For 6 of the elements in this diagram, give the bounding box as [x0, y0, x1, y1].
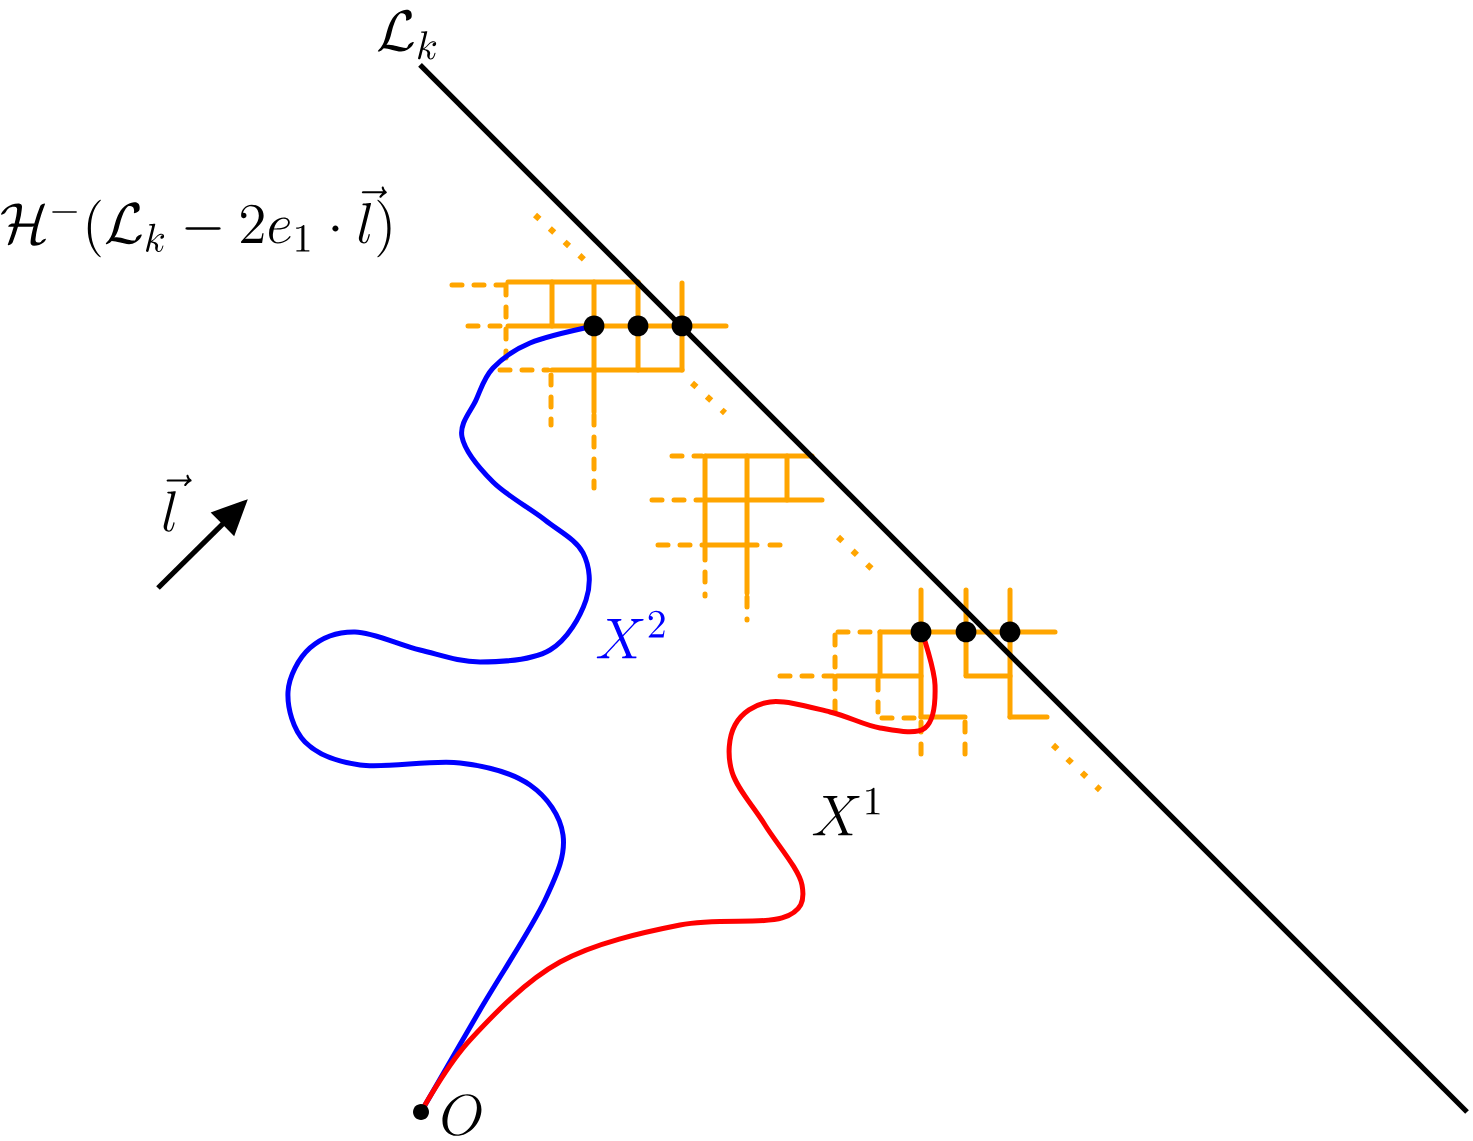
math-label: $X^1$ — [812, 787, 880, 836]
math-label: $O$ — [442, 1094, 482, 1136]
math-label: $X^2$ — [596, 610, 665, 659]
math-label: $\mathcal{L}_k$ — [377, 9, 437, 60]
math-label: $\vec{l}$ — [163, 474, 192, 532]
math-label: $\mathcal{H}^-(\mathcal{L}_k-2e_1\cdot\vec{l})$ — [1, 186, 391, 258]
